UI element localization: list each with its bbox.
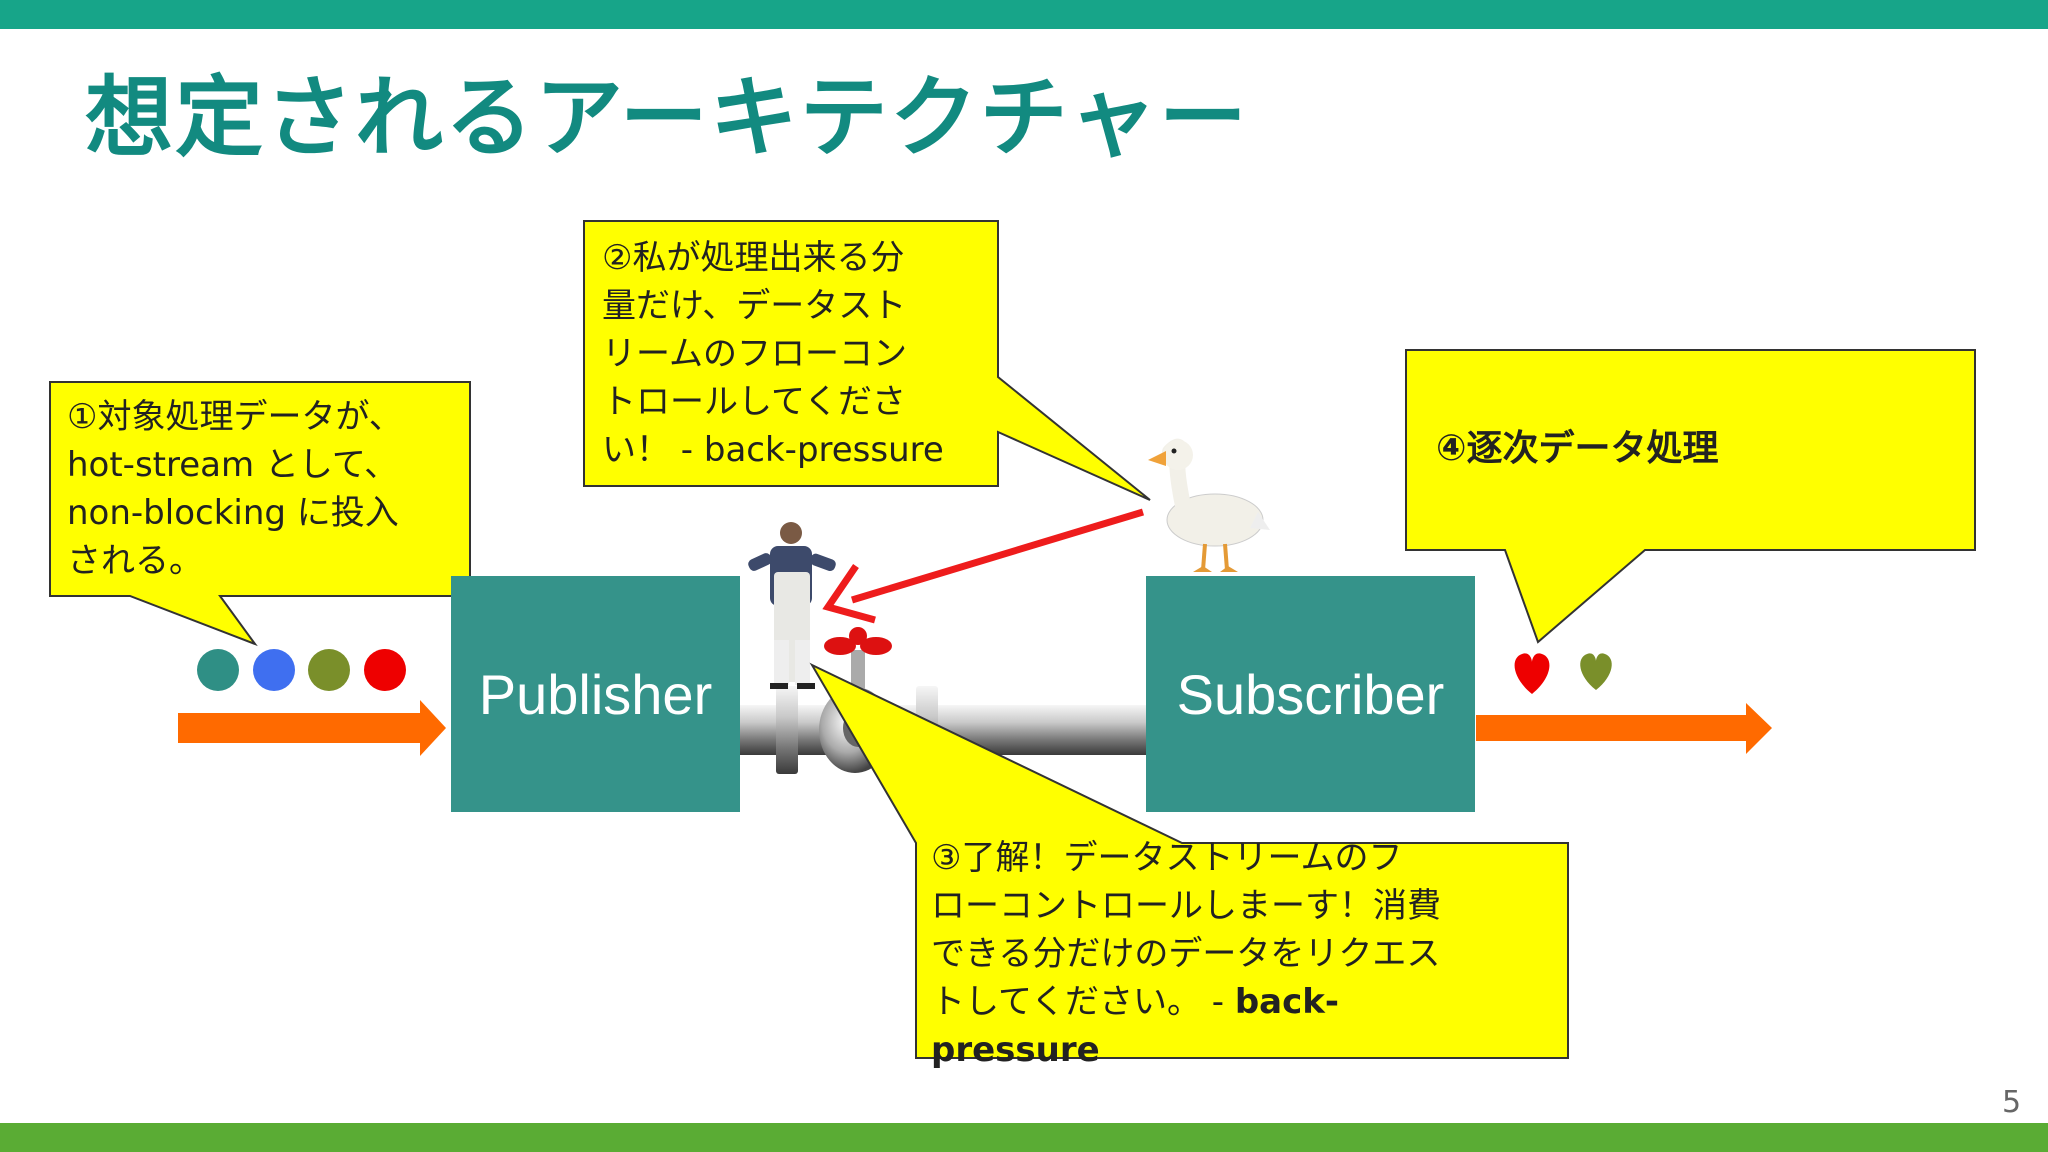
callout-3-bold: back- pressure (931, 982, 1340, 1070)
publisher-box: Publisher (451, 576, 740, 812)
callout-1-bubble (49, 381, 471, 647)
callout-2-bubble (583, 220, 1151, 501)
callout-4-text: ④逐次データ処理 (1436, 428, 1719, 469)
request-arrow (822, 508, 1145, 624)
callout-1-text: ①対象処理データが、 hot-stream として、 non-blocking … (67, 397, 403, 581)
data-ball-blue (253, 649, 295, 691)
callout-3-bubble (809, 662, 1569, 1059)
data-ball-teal (197, 649, 239, 691)
duck-icon (1148, 438, 1270, 572)
output-arrow (1476, 703, 1772, 754)
page-number: 5 (2002, 1085, 2022, 1120)
data-ball-red (364, 649, 406, 691)
data-ball-olive (308, 649, 350, 691)
slide-title: 想定されるアーキテクチャー (85, 66, 1249, 169)
top-bar (0, 0, 2048, 29)
callout-3-main: ③了解！データストリームのフ ローコントロールしまーす！消費 できる分だけのデー… (931, 838, 1441, 1022)
input-arrow (178, 700, 446, 756)
callout-4-bubble (1405, 349, 1976, 644)
heart-olive-icon (1580, 653, 1612, 690)
worker-figure-icon (748, 522, 836, 689)
callout-2-text: ②私が処理出来る分 量だけ、データスト リームのフローコン トロールしてくださ … (602, 238, 944, 470)
bottom-bar (0, 1123, 2048, 1152)
heart-red-icon (1514, 653, 1550, 694)
callout-3-text: ③了解！データストリームのフ ローコントロールしまーす！消費 できる分だけのデー… (931, 834, 1571, 1074)
subscriber-box: Subscriber (1146, 576, 1475, 812)
